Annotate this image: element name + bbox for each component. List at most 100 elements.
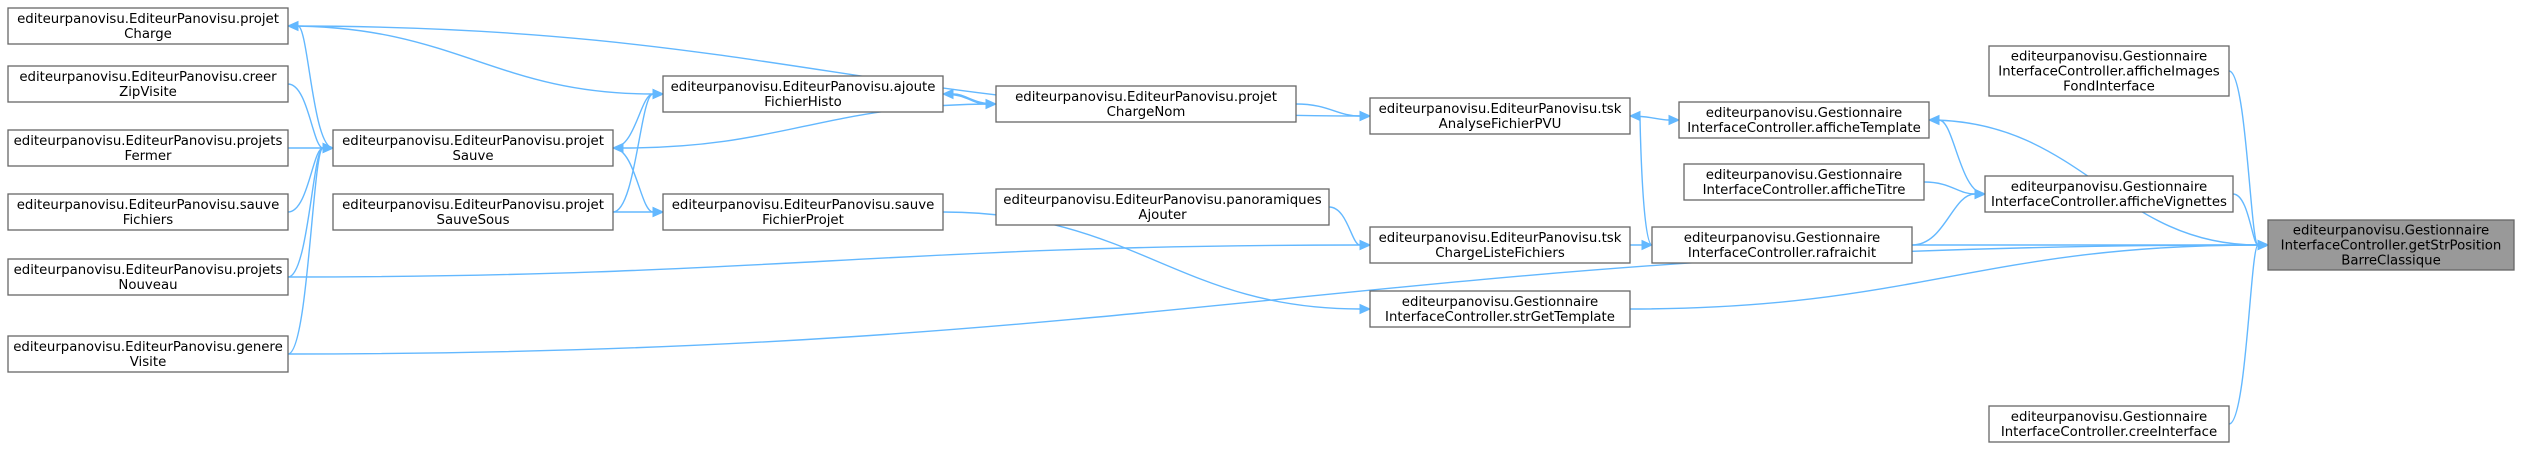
edge-line <box>287 244 1361 278</box>
node-sauveFichiers[interactable]: editeurpanovisu.EditeurPanovisu.sauveFic… <box>7 193 289 231</box>
node-label-line: InterfaceController.creeInterface <box>2001 425 2217 440</box>
edge-projetSauveSous-to-ajouteFichierHisto <box>612 88 665 213</box>
node-label-line: BarreClassique <box>2341 254 2441 269</box>
edge-projetSauveSous-to-sauveFichierProjet <box>613 206 665 218</box>
node-label-line: FichierProjet <box>762 213 844 228</box>
arrowhead <box>1359 239 1372 251</box>
node-afficheVignettes[interactable]: editeurpanovisu.GestionnaireInterfaceCon… <box>1984 175 2234 213</box>
node-box <box>1988 405 2230 443</box>
edge-line <box>2228 70 2259 246</box>
node-label-line: editeurpanovisu.EditeurPanovisu.projets <box>14 134 283 149</box>
node-projetCharge[interactable]: editeurpanovisu.EditeurPanovisu.projetCh… <box>7 7 289 45</box>
edge-rafraichit-to-afficheVignettes <box>1911 188 1987 246</box>
edge-line <box>1923 181 1976 195</box>
node-getStrPositionBarreClassique[interactable]: editeurpanovisu.GestionnaireInterfaceCon… <box>2267 219 2515 271</box>
edge-genereVisite-to-getStrPositionBarreClassique <box>287 239 2270 355</box>
node-label-line: Visite <box>130 355 167 370</box>
node-ajouteFichierHisto[interactable]: editeurpanovisu.EditeurPanovisu.ajouteFi… <box>662 75 944 113</box>
edge-sauveFichierProjet-to-strGetTemplate <box>942 211 1372 315</box>
edge-line <box>612 93 654 213</box>
edge-projetSauve-to-ajouteFichierHisto <box>612 88 665 149</box>
edge-line <box>942 211 1361 310</box>
node-label-line: FichierHisto <box>764 95 841 110</box>
edge-line <box>2232 193 2259 246</box>
edge-line <box>1639 115 1653 246</box>
node-projetChargeNom[interactable]: editeurpanovisu.EditeurPanovisu.projetCh… <box>995 85 1297 123</box>
node-box <box>7 7 289 45</box>
node-label-line: editeurpanovisu.EditeurPanovisu.creer <box>19 70 277 85</box>
edge-projetCharge-to-ajouteFichierHisto <box>287 25 665 100</box>
node-label-line: editeurpanovisu.EditeurPanovisu.sauve <box>672 198 935 213</box>
node-box <box>332 129 614 167</box>
edge-line <box>1295 103 1361 117</box>
node-label-line: editeurpanovisu.EditeurPanovisu.tsk <box>1379 231 1622 246</box>
node-tskChargeListeFichiers[interactable]: editeurpanovisu.EditeurPanovisu.tskCharg… <box>1369 226 1631 264</box>
arrowhead <box>2257 239 2270 251</box>
edge-creeInterface-to-getStrPositionBarreClassique <box>2228 239 2270 425</box>
edge-line <box>297 25 334 149</box>
edge-genereVisite-to-projetSauve <box>287 142 335 355</box>
node-projetSauveSous[interactable]: editeurpanovisu.EditeurPanovisu.projetSa… <box>332 193 614 231</box>
arrowhead <box>286 20 299 32</box>
node-label-line: editeurpanovisu.Gestionnaire <box>2011 410 2207 425</box>
edge-line <box>1911 193 1976 246</box>
node-afficheTemplate[interactable]: editeurpanovisu.GestionnaireInterfaceCon… <box>1678 101 1930 139</box>
node-box <box>1369 226 1631 264</box>
node-afficheTitre[interactable]: editeurpanovisu.GestionnaireInterfaceCon… <box>1683 163 1925 201</box>
edge-line <box>287 244 2259 355</box>
edge-rafraichit-to-tskAnalyseFichierPVU <box>1628 110 1653 246</box>
node-box <box>7 193 289 231</box>
node-label-line: InterfaceController.afficheVignettes <box>1991 195 2227 210</box>
nodes-layer: editeurpanovisu.EditeurPanovisu.projetCh… <box>7 7 2515 443</box>
node-creeInterface[interactable]: editeurpanovisu.GestionnaireInterfaceCon… <box>1988 405 2230 443</box>
node-creerZipVisite[interactable]: editeurpanovisu.EditeurPanovisu.creerZip… <box>7 65 289 103</box>
node-label-line: InterfaceController.getStrPosition <box>2281 239 2502 254</box>
edge-line <box>2228 244 2259 425</box>
node-label-line: Sauve <box>452 149 493 164</box>
node-box <box>995 188 1330 226</box>
node-label-line: InterfaceController.afficheTitre <box>1703 183 1906 198</box>
node-label-line: editeurpanovisu.EditeurPanovisu.projet <box>342 134 604 149</box>
node-box <box>662 75 944 113</box>
node-box <box>2267 219 2515 271</box>
arrowhead <box>1359 110 1372 122</box>
node-label-line: editeurpanovisu.Gestionnaire <box>1706 106 1902 121</box>
node-panoramiquesAjouter[interactable]: editeurpanovisu.EditeurPanovisu.panorami… <box>995 188 1330 226</box>
node-tskAnalyseFichierPVU[interactable]: editeurpanovisu.EditeurPanovisu.tskAnaly… <box>1369 97 1631 135</box>
arrowhead <box>1628 110 1641 122</box>
node-sauveFichierProjet[interactable]: editeurpanovisu.EditeurPanovisu.sauveFic… <box>662 193 944 231</box>
node-label-line: FondInterface <box>2063 80 2155 95</box>
node-genereVisite[interactable]: editeurpanovisu.EditeurPanovisu.genereVi… <box>7 335 289 373</box>
node-projetSauve[interactable]: editeurpanovisu.EditeurPanovisu.projetSa… <box>332 129 614 167</box>
node-label-line: ZipVisite <box>119 85 177 100</box>
node-rafraichit[interactable]: editeurpanovisu.GestionnaireInterfaceCon… <box>1651 226 1913 264</box>
arrowhead <box>1359 303 1372 315</box>
node-projetsNouveau[interactable]: editeurpanovisu.EditeurPanovisu.projetsN… <box>7 258 289 296</box>
node-label-line: editeurpanovisu.EditeurPanovisu.projet <box>1015 90 1277 105</box>
node-label-line: InterfaceController.strGetTemplate <box>1385 310 1615 325</box>
edge-projetsNouveau-to-projetSauve <box>287 142 335 278</box>
node-label-line: ChargeNom <box>1107 105 1186 120</box>
node-label-line: editeurpanovisu.Gestionnaire <box>1402 295 1598 310</box>
edge-line <box>287 147 324 355</box>
edge-line <box>287 25 654 95</box>
node-afficheImagesFondInterface[interactable]: editeurpanovisu.GestionnaireInterfaceCon… <box>1988 45 2230 97</box>
edge-afficheVignettes-to-getStrPositionBarreClassique <box>2232 193 2270 251</box>
node-label-line: editeurpanovisu.EditeurPanovisu.genere <box>13 340 283 355</box>
node-label-line: editeurpanovisu.Gestionnaire <box>2011 180 2207 195</box>
edge-line <box>287 147 324 213</box>
arrowhead <box>652 206 665 218</box>
arrowhead <box>322 142 335 154</box>
edge-line <box>1328 206 1361 246</box>
node-projetsFermer[interactable]: editeurpanovisu.EditeurPanovisu.projetsF… <box>7 129 289 167</box>
node-label-line: editeurpanovisu.Gestionnaire <box>1706 168 1902 183</box>
node-label-line: Charge <box>124 27 172 42</box>
node-label-line: Nouveau <box>118 278 177 293</box>
edge-line <box>287 83 324 149</box>
node-box <box>7 258 289 296</box>
edge-afficheImagesFondInterface-to-getStrPositionBarreClassique <box>2228 70 2270 251</box>
node-strGetTemplate[interactable]: editeurpanovisu.GestionnaireInterfaceCon… <box>1369 290 1631 328</box>
node-box <box>7 65 289 103</box>
edge-line <box>1629 244 2259 310</box>
